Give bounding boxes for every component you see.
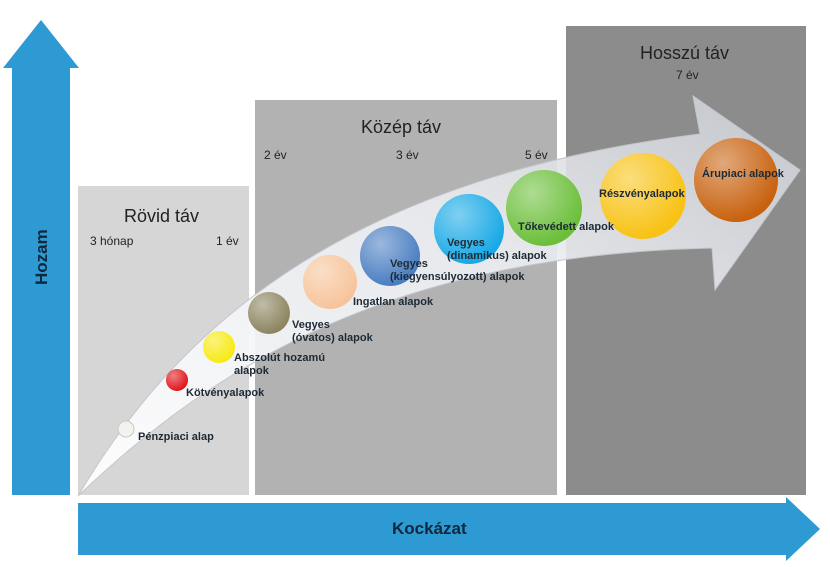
fund-label-mixed-dynamic: Vegyes (dinamikus) alapok	[447, 237, 547, 262]
tick-3-years: 3 év	[396, 148, 419, 162]
tick-2-years: 2 év	[264, 148, 287, 162]
fund-label-bond: Kötvényalapok	[186, 387, 265, 399]
fund-circle-money-market	[117, 420, 135, 438]
yield-axis-label: Hozam	[32, 229, 51, 285]
tick-1-year: 1 év	[216, 234, 239, 248]
fund-label-money-market: Pénzpiaci alap	[138, 431, 214, 443]
tick-7-years: 7 év	[676, 68, 699, 82]
fund-label-real-estate: Ingatlan alapok	[353, 296, 434, 308]
tick-5-years: 5 év	[525, 148, 548, 162]
mid-term-title: Közép táv	[361, 117, 442, 137]
fund-label-commodity: Árupiaci alapok	[702, 168, 784, 180]
fund-label-mixed-cautious: Vegyes (óvatos) alapok	[292, 319, 373, 344]
long-term-title: Hosszú táv	[640, 43, 730, 63]
fund-label-absolute-return: Abszolút hozamú alapok	[234, 352, 326, 377]
fund-label-equity: Részvényalapok	[599, 188, 685, 200]
fund-label-mixed-balanced: Vegyes (kiegyensúlyozott) alapok	[390, 258, 525, 283]
risk-axis-arrow	[78, 497, 820, 561]
yield-axis-arrow	[3, 20, 79, 495]
fund-circle-highlights	[166, 138, 778, 391]
risk-axis-label: Kockázat	[392, 519, 467, 538]
tick-3-months: 3 hónap	[90, 234, 134, 248]
short-term-title: Rövid táv	[124, 206, 200, 226]
fund-label-capital-protected: Tőkevédett alapok	[518, 221, 614, 233]
long-term-zone	[566, 26, 806, 495]
